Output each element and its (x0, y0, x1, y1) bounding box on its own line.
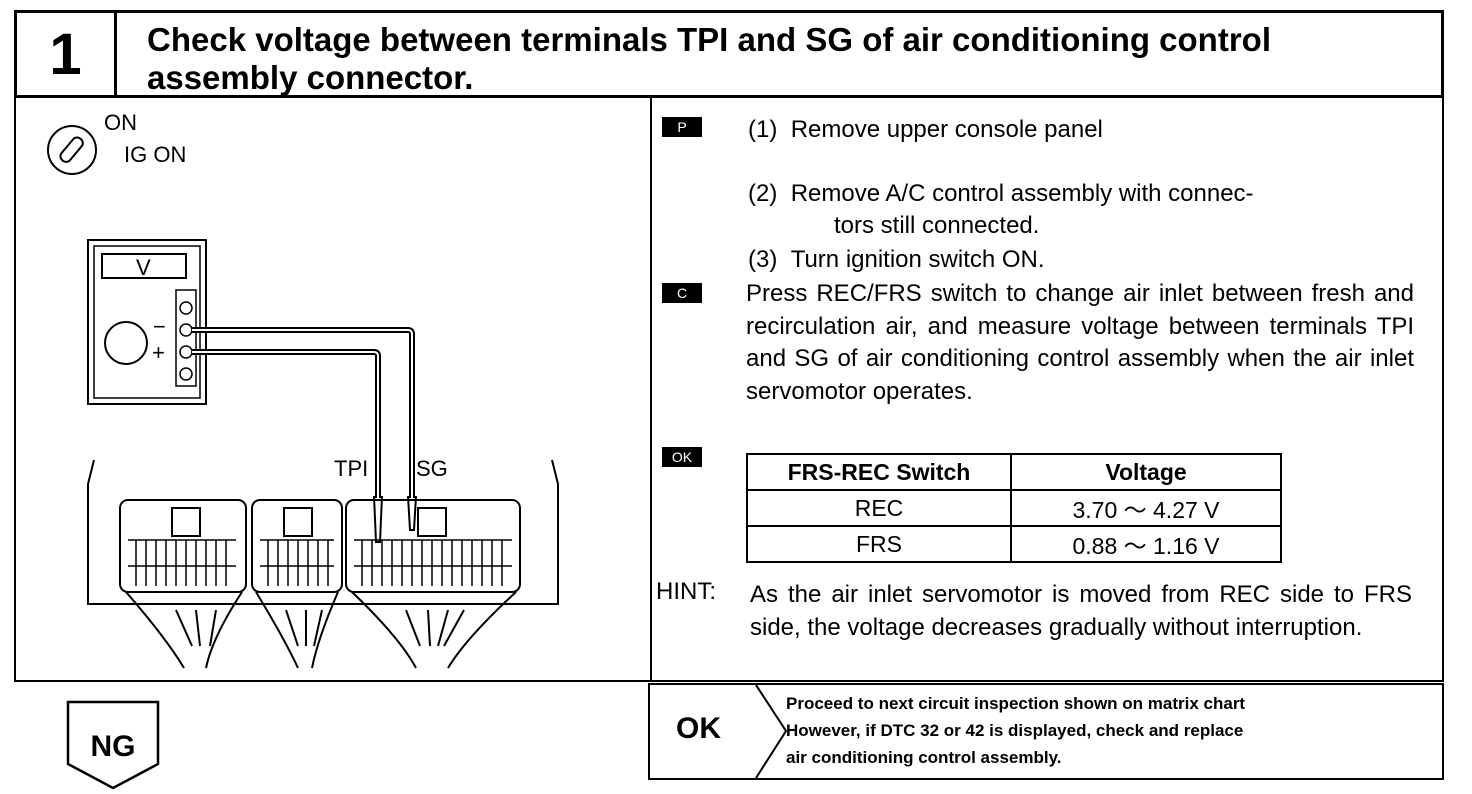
terminal-sg-label: SG (416, 456, 448, 481)
ok-line: air conditioning control assembly. (786, 748, 1062, 767)
ignition-label: IG ON (124, 142, 186, 167)
ok-instructions: Proceed to next circuit inspection shown… (786, 690, 1245, 771)
step-3-number: (3) (748, 246, 778, 273)
step-2-number: (2) (748, 180, 778, 207)
step-header: 1 Check voltage between terminals TPI an… (14, 10, 1444, 98)
meter-plus-sign: + (152, 340, 165, 365)
terminal-tpi-label: TPI (334, 456, 368, 481)
step-2-continuation: tors still connected. (834, 212, 1040, 239)
ok-arrow-icon (755, 685, 788, 778)
step-number-box: 1 (17, 13, 117, 95)
ok-line: Proceed to next circuit inspection shown… (786, 694, 1246, 713)
step-2: (2) Remove A/C control assembly with con… (748, 178, 1254, 210)
ng-label: NG (91, 730, 136, 763)
table-header-row: FRS-REC Switch Voltage (746, 453, 1282, 491)
ng-result-shape: NG (66, 700, 160, 790)
voltage-table: FRS-REC Switch Voltage REC 3.70 〜 4.27 V… (746, 453, 1282, 563)
ok-line: However, if DTC 32 or 42 is displayed, c… (786, 721, 1244, 740)
check-instruction: Press REC/FRS switch to change air inlet… (746, 280, 1414, 405)
ignition-key-icon (47, 125, 97, 175)
table-cell-switch: FRS (746, 525, 1012, 563)
meter-minus-sign: − (153, 314, 166, 339)
procedure-section: ON IG ON V − + TPI SG (14, 98, 1444, 682)
step-2-text: Remove A/C control assembly with connec- (790, 180, 1254, 207)
badge-ok: OK (662, 447, 702, 467)
step-1-text: Remove upper console panel (790, 116, 1103, 143)
voltmeter-icon (87, 239, 207, 405)
hint-text: As the air inlet servomotor is moved fro… (750, 581, 1412, 641)
probe-leads (192, 327, 417, 543)
table-cell-switch: REC (746, 489, 1012, 527)
table-row: REC 3.70 〜 4.27 V (746, 489, 1282, 527)
column-header-voltage: Voltage (1010, 453, 1282, 491)
ok-label: OK (676, 712, 721, 745)
hint-label: HINT: (656, 578, 716, 605)
step-1: (1) Remove upper console panel (748, 114, 1103, 146)
column-divider (650, 98, 652, 680)
table-cell-voltage: 0.88 〜 1.16 V (1010, 525, 1282, 563)
step-number: 1 (49, 21, 82, 87)
badge-preparation: P (662, 117, 702, 137)
badge-check: C (662, 283, 702, 303)
ok-result-box (648, 683, 1444, 780)
step-1-number: (1) (748, 116, 778, 143)
table-cell-voltage: 3.70 〜 4.27 V (1010, 489, 1282, 527)
wiring-diagram: ON IG ON V − + TPI SG (47, 110, 559, 669)
step-3-text: Turn ignition switch ON. (790, 246, 1045, 273)
control-assembly-connector (87, 459, 559, 669)
step-title: Check voltage between terminals TPI and … (147, 21, 1271, 96)
table-row: FRS 0.88 〜 1.16 V (746, 525, 1282, 563)
step-3: (3) Turn ignition switch ON. (748, 244, 1045, 276)
column-header-switch: FRS-REC Switch (746, 453, 1012, 491)
meter-label: V (136, 255, 151, 280)
ignition-on-label: ON (104, 110, 137, 135)
